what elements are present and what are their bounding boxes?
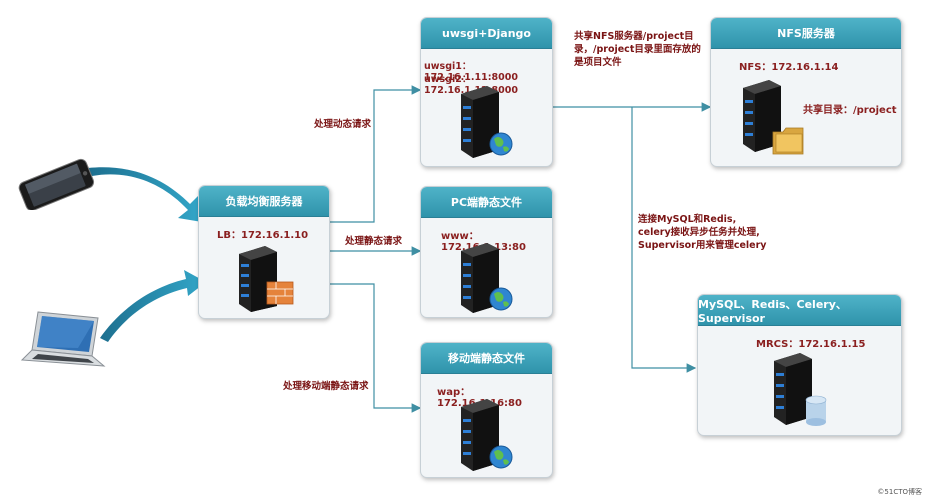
mrcs-server-card: MySQL、Redis、Celery、Supervisor MRCS：172.1… bbox=[697, 294, 902, 436]
server-with-firewall-icon bbox=[239, 246, 294, 312]
watermark: ©51CTO博客 bbox=[877, 488, 922, 496]
server-with-globe-icon bbox=[461, 399, 513, 471]
mobile-static-server-title: 移动端静态文件 bbox=[421, 343, 552, 374]
lb-server-card: 负载均衡服务器 LB：172.16.1.10 bbox=[198, 185, 330, 319]
pc-static-server-title: PC端静态文件 bbox=[421, 187, 552, 218]
label-mrcs-note: 连接MySQL和Redis, celery接收异步任务并处理, Supervis… bbox=[638, 213, 767, 252]
lb-server-title: 负载均衡服务器 bbox=[199, 186, 329, 217]
uwsgi-server-title: uwsgi+Django bbox=[421, 18, 552, 49]
server-with-globe-icon bbox=[461, 86, 513, 158]
label-dynamic-request: 处理动态请求 bbox=[314, 119, 372, 130]
uwsgi1-ip-label: uwsgi1：172.16.1.11:8000 bbox=[424, 61, 518, 83]
label-mobile-static-request: 处理移动端静态请求 bbox=[283, 381, 369, 392]
mrcs-server-title: MySQL、Redis、Celery、Supervisor bbox=[698, 295, 901, 326]
laptop-icon bbox=[20, 311, 106, 367]
mobile-static-server-card: 移动端静态文件 wap：172.16.1.16:80 bbox=[420, 342, 553, 478]
nfs-note-line-3: 是项目文件 bbox=[574, 57, 622, 68]
label-static-request: 处理静态请求 bbox=[345, 236, 403, 247]
mrcs-note-line-2: celery接收异步任务并处理, bbox=[638, 227, 760, 238]
server-with-database-icon bbox=[774, 353, 827, 426]
mrcs-note-line-3: Supervisor用来管理celery bbox=[638, 240, 767, 251]
edge-lb-to-mobile-static bbox=[330, 283, 422, 413]
lb-ip-label: LB：172.16.1.10 bbox=[217, 230, 309, 241]
edge-uwsgi-to-mrcs bbox=[631, 107, 697, 373]
nfs-share-label: 共享目录：/project bbox=[803, 105, 897, 116]
label-nfs-share-note: 共享NFS服务器/project目 录，/project目录里面存放的 是项目文… bbox=[574, 30, 701, 69]
nfs-server-title: NFS服务器 bbox=[711, 18, 901, 49]
pc-static-server-card: PC端静态文件 www：172.16.1.13:80 bbox=[420, 186, 553, 318]
uwsgi2-ip-label: uwsgi2：172.16.1.12:8000 bbox=[424, 74, 518, 96]
edge-lb-to-uwsgi bbox=[330, 85, 422, 223]
nfs-server-card: NFS服务器 NFS：172.16.1.14 共享目录：/project bbox=[710, 17, 902, 167]
nfs-note-line-2: 录，/project目录里面存放的 bbox=[574, 44, 701, 55]
server-with-globe-icon bbox=[461, 243, 513, 313]
mrcs-note-line-1: 连接MySQL和Redis, bbox=[638, 214, 737, 225]
server-with-folder-icon bbox=[743, 80, 804, 155]
smartphone-icon bbox=[18, 158, 95, 210]
laptop-to-lb-arrow bbox=[100, 270, 206, 342]
mrcs-ip-label: MRCS：172.16.1.15 bbox=[756, 339, 866, 350]
nfs-ip-label: NFS：172.16.1.14 bbox=[739, 62, 839, 73]
phone-to-lb-arrow bbox=[88, 167, 202, 222]
uwsgi-server-card: uwsgi+Django uwsgi1：172.16.1.11:8000 uws… bbox=[420, 17, 553, 167]
nfs-note-line-1: 共享NFS服务器/project目 bbox=[574, 31, 694, 42]
